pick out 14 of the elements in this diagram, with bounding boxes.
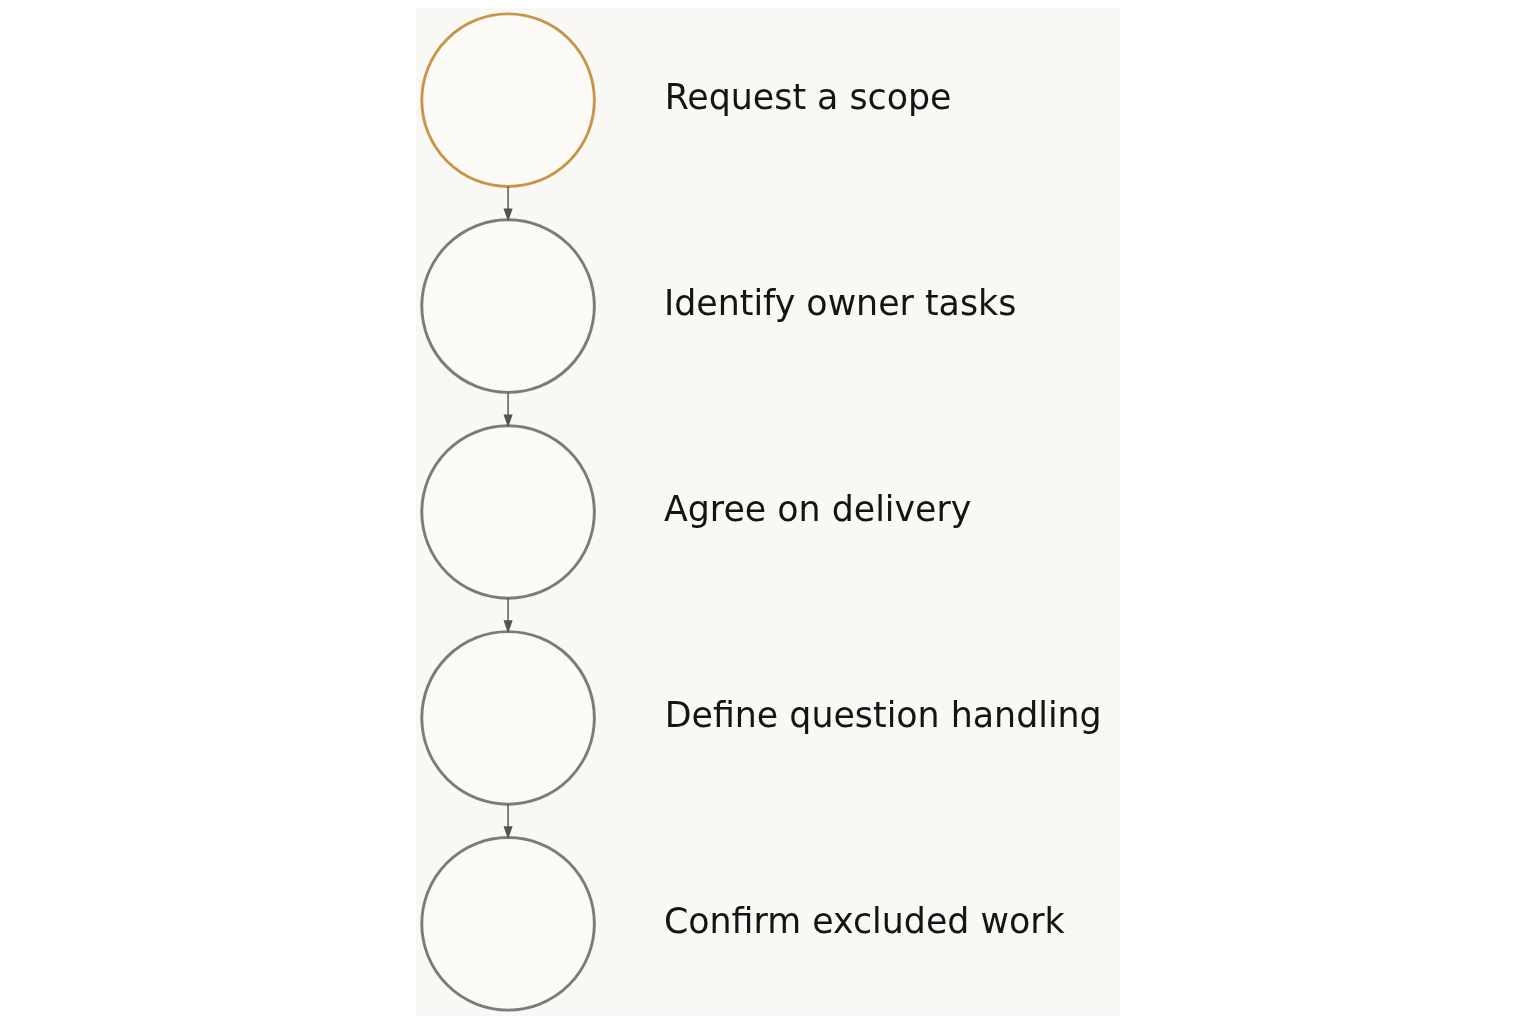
arrow — [503, 597, 513, 634]
node-label: Request a scope — [664, 77, 952, 118]
node-circle — [420, 424, 596, 600]
arrow — [503, 391, 513, 428]
node-circle — [420, 218, 596, 394]
node-circle — [420, 836, 596, 1012]
node-label: Define question handling — [664, 694, 1102, 735]
arrow — [503, 803, 513, 840]
node-label: Confirm excluded work — [663, 900, 1065, 941]
node-label: Identify owner tasks — [663, 283, 1017, 324]
node-label: Agree on delivery — [663, 488, 972, 529]
node-circle — [420, 12, 596, 188]
arrow — [503, 185, 513, 222]
node-circle — [420, 630, 596, 806]
